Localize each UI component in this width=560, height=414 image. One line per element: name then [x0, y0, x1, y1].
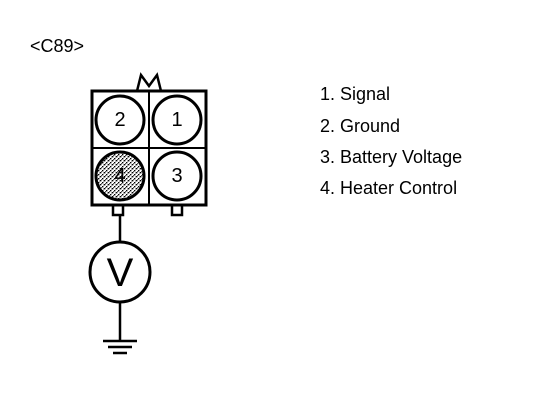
- connector-c89: [90, 72, 208, 217]
- pin-1-circle: [151, 94, 203, 146]
- pin-legend: 1. Signal 2. Ground 3. Battery Voltage 4…: [320, 84, 462, 198]
- pin-3-circle: [151, 150, 203, 202]
- pin-1-label: 1: [171, 109, 182, 131]
- ground-icon: [103, 339, 137, 355]
- terminal-tab-pin-4: [111, 203, 125, 217]
- voltmeter: V: [88, 240, 152, 304]
- legend-item-signal: 1. Signal: [320, 84, 390, 104]
- pin-3-label: 3: [171, 165, 182, 187]
- pin-4-label: 4: [114, 165, 125, 187]
- connector-id: <C89>: [30, 36, 84, 56]
- pin-4-circle-shaded: [94, 150, 146, 202]
- legend-item-heater-control: 4. Heater Control: [320, 178, 457, 198]
- terminal-tab-pin-3: [170, 203, 184, 217]
- connector-lock-tab: [135, 72, 163, 92]
- legend-item-battery-voltage: 3. Battery Voltage: [320, 147, 462, 167]
- pin-2: 2: [94, 94, 146, 146]
- pin-1: 1: [151, 94, 203, 146]
- legend-item-ground: 2. Ground: [320, 116, 400, 136]
- pin-4: 4: [94, 150, 146, 202]
- pin-3: 3: [151, 150, 203, 202]
- pin-2-label: 2: [114, 109, 125, 131]
- pin-2-circle: [94, 94, 146, 146]
- voltmeter-symbol: V: [107, 251, 134, 295]
